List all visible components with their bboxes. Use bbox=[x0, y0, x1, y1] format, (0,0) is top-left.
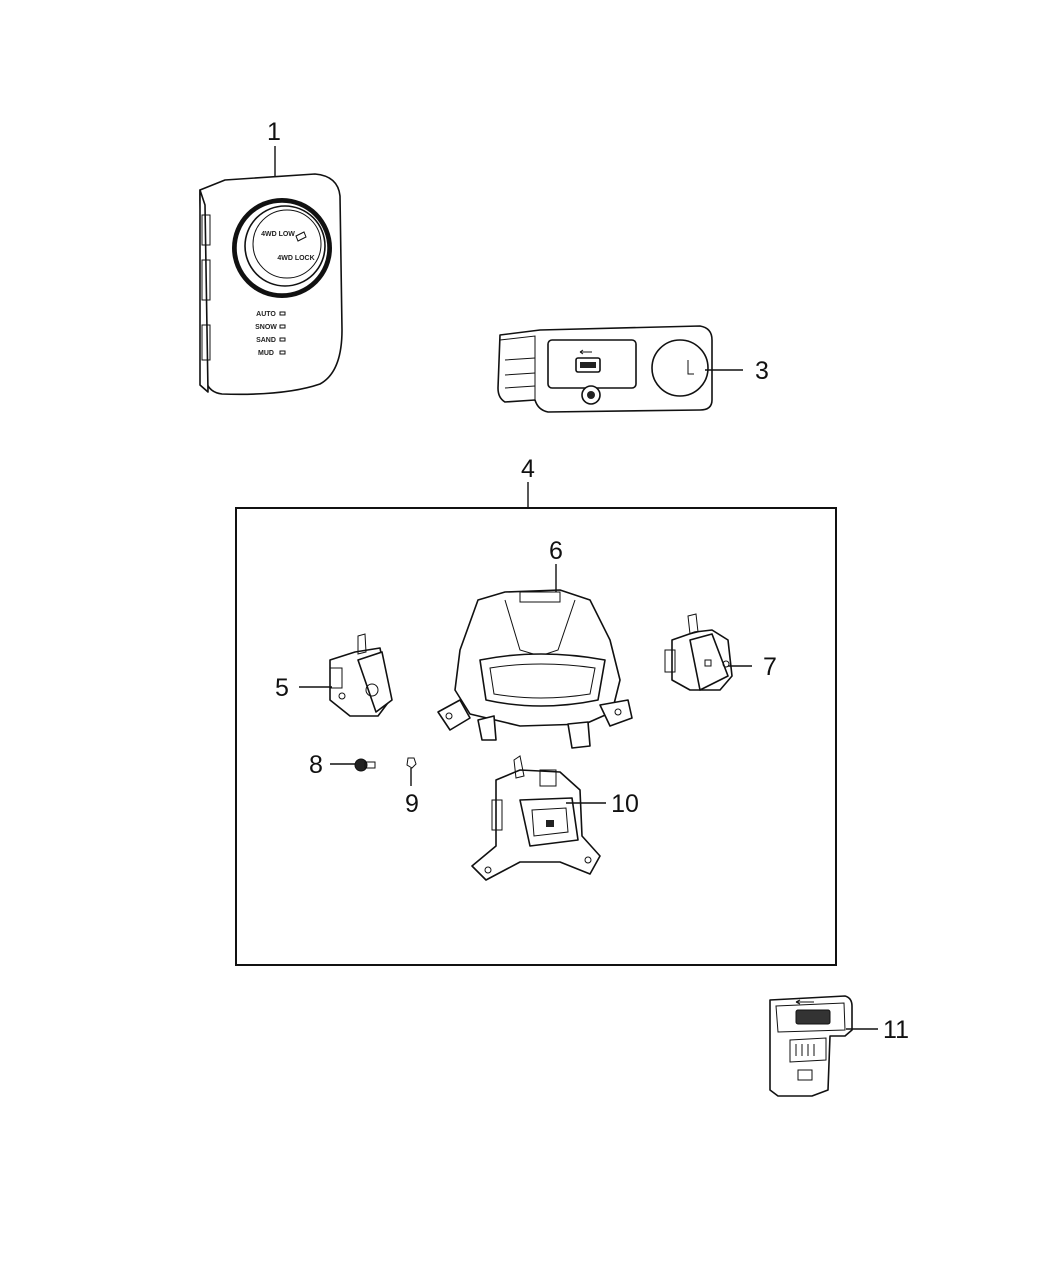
part-1-selector-switch: 4WD LOW 4WD LOCK AUTO SNOW SAND MUD bbox=[199, 173, 343, 396]
mode-label-auto: AUTO bbox=[256, 311, 276, 318]
kit-4-outline-box bbox=[235, 507, 837, 966]
callout-10: 10 bbox=[611, 790, 639, 818]
callout-5: 5 bbox=[275, 674, 289, 702]
callout-8: 8 bbox=[309, 751, 323, 779]
part-6-switch-bezel bbox=[437, 589, 633, 749]
part-8-screw bbox=[354, 758, 376, 772]
part-3-usb-outlet-module bbox=[497, 325, 713, 413]
mode-label-sand: SAND bbox=[256, 337, 276, 344]
callout-7: 7 bbox=[763, 653, 777, 681]
callout-11: 11 bbox=[883, 1016, 909, 1044]
callout-3: 3 bbox=[755, 357, 769, 385]
callout-6: 6 bbox=[549, 537, 563, 565]
mode-label-snow: SNOW bbox=[255, 324, 277, 331]
mode-label-mud: MUD bbox=[258, 350, 274, 357]
knob-label-4wd-lock: 4WD LOCK bbox=[277, 255, 314, 262]
part-11-usb-port bbox=[769, 995, 853, 1097]
part-5-left-wheel-switch bbox=[329, 633, 393, 717]
knob-label-4wd-low: 4WD LOW bbox=[261, 231, 295, 238]
part-10-center-switch-bracket bbox=[471, 755, 601, 881]
callout-4: 4 bbox=[521, 455, 535, 483]
callout-1: 1 bbox=[267, 118, 281, 146]
callout-9: 9 bbox=[405, 790, 419, 818]
part-7-right-wheel-switch bbox=[664, 613, 733, 691]
part-9-clip bbox=[406, 757, 417, 769]
